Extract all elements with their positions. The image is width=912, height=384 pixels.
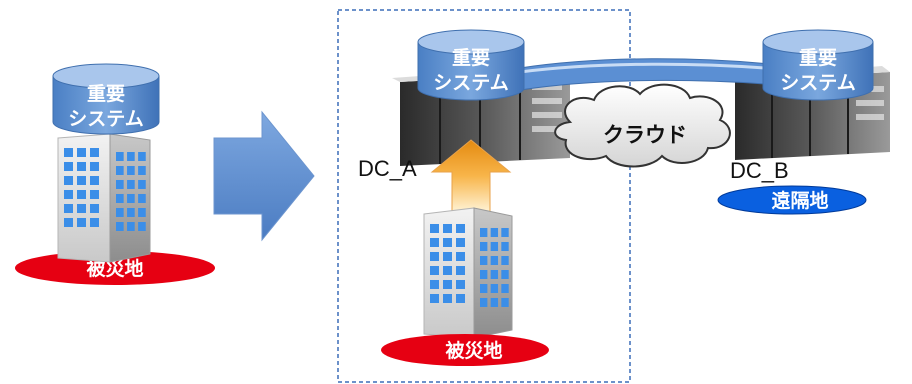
dc-a-label: DC_A xyxy=(358,156,417,181)
system-label-dc-b-line1: 重要 xyxy=(799,47,837,69)
left-site: 被災地 重要 システム xyxy=(15,63,215,285)
dc-b-label: DC_B xyxy=(730,158,789,183)
remote-label: 遠隔地 xyxy=(771,189,828,212)
cloud-label: クラウド xyxy=(603,123,687,147)
system-label-dc-b-line2: システム xyxy=(780,72,855,94)
disaster-badge-center: 被災地 xyxy=(381,334,549,366)
disaster-badge-left: 被災地 xyxy=(15,251,215,285)
disaster-label-left: 被災地 xyxy=(86,257,143,280)
remote-site-badge: 遠隔地 xyxy=(717,185,867,215)
dc-a-region xyxy=(337,9,631,383)
critical-system-cylinder-dc-a: 重要 システム xyxy=(417,29,525,101)
right-arrow-icon xyxy=(213,110,315,242)
critical-system-cylinder-left: 重要 システム xyxy=(52,63,160,135)
up-arrow-icon xyxy=(430,139,512,213)
system-label-dc-a-line1: 重要 xyxy=(452,47,490,69)
system-label-left-line1: 重要 xyxy=(87,83,125,105)
critical-system-cylinder-dc-b: 重要 システム xyxy=(762,29,874,101)
cloud-icon: クラウド xyxy=(554,83,731,168)
office-building-icon xyxy=(423,207,513,339)
system-label-dc-a-line2: システム xyxy=(433,72,508,94)
replication-link xyxy=(519,58,791,91)
office-building-icon xyxy=(57,133,151,263)
disaster-label-center: 被災地 xyxy=(445,339,502,362)
system-label-left-line2: システム xyxy=(68,108,143,130)
